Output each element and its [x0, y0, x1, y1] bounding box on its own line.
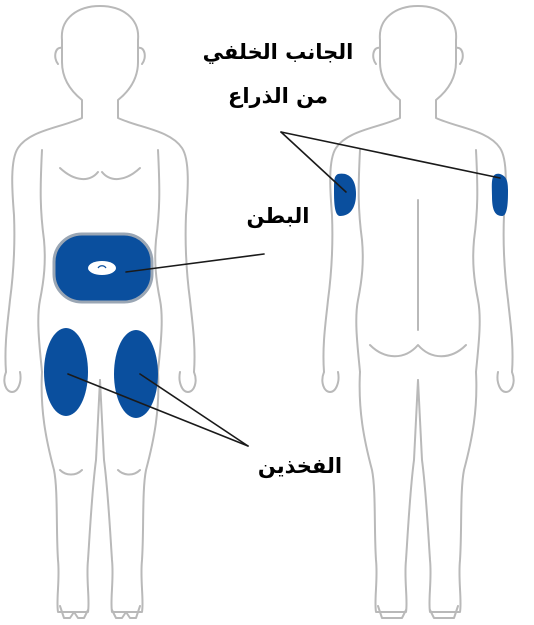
injection-site-arm-right — [492, 174, 508, 216]
navel-icon — [88, 261, 116, 275]
injection-site-thigh-right — [114, 330, 158, 418]
injection-site-abdomen — [54, 234, 152, 302]
leader-line-arm-right — [281, 132, 500, 178]
label-thighs: الفخذين — [250, 454, 350, 478]
injection-site-thigh-left — [44, 328, 88, 416]
label-abdomen: البطن — [238, 204, 318, 228]
label-back-of-arm-line2: من الذراع — [218, 84, 338, 108]
label-back-of-arm-line1: الجانب الخلفي — [198, 40, 358, 64]
back-body-figure — [322, 6, 513, 618]
front-body-figure — [4, 6, 195, 618]
leader-line-arm-left — [281, 132, 346, 192]
injection-site-arm-left — [334, 174, 356, 216]
